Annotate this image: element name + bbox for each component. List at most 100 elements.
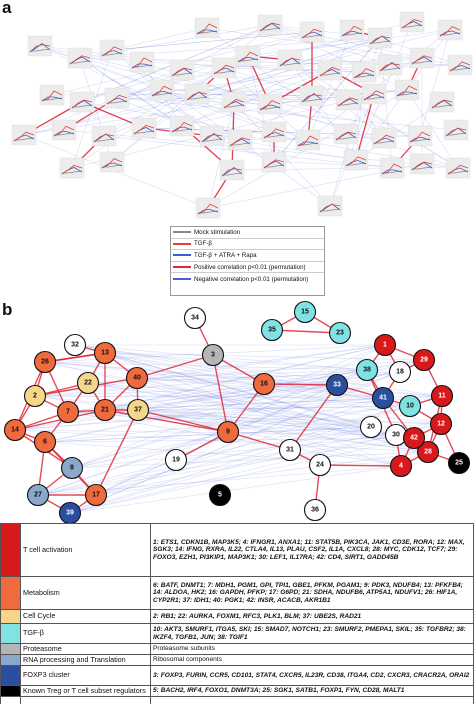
negative-edge: [347, 99, 459, 169]
category-swatch: [0, 576, 21, 610]
legend-label: TGF-β: [194, 240, 212, 248]
negative-edge: [104, 397, 384, 411]
negative-edge: [104, 352, 372, 428]
node-circle: [388, 360, 412, 384]
trajectory-thumbnail: [184, 83, 210, 105]
network-node: 19: [164, 448, 188, 472]
negative-edge: [137, 405, 411, 411]
network-node: 20: [359, 415, 383, 439]
negative-edge: [79, 57, 183, 127]
node-label: 16: [260, 381, 268, 388]
trajectory-thumbnail: [195, 197, 221, 219]
network-node: 10: [398, 394, 422, 418]
trajectory-thumbnail: [447, 54, 473, 76]
trajectory-thumbnail: [261, 151, 287, 173]
trajectory-thumbnail: [277, 49, 303, 71]
trajectory-thumbnail: [169, 115, 195, 137]
legend-label: Positive correlation p<0.01 (permutation…: [194, 263, 306, 271]
network-node: 16: [252, 372, 276, 396]
node-label: 24: [316, 462, 324, 469]
negative-edge: [116, 97, 457, 131]
network-node: 39: [58, 501, 82, 525]
negative-edge: [34, 395, 384, 399]
category-swatch: [0, 665, 21, 686]
node-label: 8: [70, 465, 74, 472]
negative-edge: [269, 24, 408, 91]
positive-edge: [95, 409, 139, 496]
node-circle: [359, 415, 383, 439]
negative-edge: [69, 405, 411, 514]
network-node: 40: [125, 366, 149, 390]
legend-label: Negative correlation p<0.01 (permutation…: [194, 275, 309, 283]
trajectory-thumbnail: [211, 57, 237, 79]
trajectory-thumbnail: [99, 151, 125, 173]
negative-edge: [69, 423, 442, 514]
trajectory-thumbnail: [409, 153, 435, 175]
legend-entry: TGF-β + ATRA + Rapa: [171, 250, 324, 262]
network-node: 17: [84, 483, 108, 507]
negative-edge: [269, 24, 423, 59]
positive-edge: [136, 354, 214, 379]
negative-edge: [44, 426, 372, 443]
trajectory-thumbnail: [429, 91, 455, 113]
category-genes: 18: SOCS5, DIDO1; 19: IKZF2, MAPK1, INPP…: [150, 696, 474, 704]
node-circle: [60, 456, 84, 480]
node-label: 23: [336, 330, 344, 337]
node-circle: [416, 440, 440, 464]
negative-edge: [273, 37, 381, 163]
trajectory-thumbnail: [91, 125, 117, 147]
network-node: 21: [93, 398, 117, 422]
network-node: 1: [373, 333, 397, 357]
trajectory-thumbnail: [394, 79, 420, 101]
trajectory-thumbnail: [235, 45, 261, 67]
node-circle: [56, 400, 80, 424]
negative-edge: [104, 352, 402, 467]
category-label: Other: [20, 696, 151, 704]
positive-edge: [212, 354, 229, 433]
negative-edge: [95, 451, 429, 496]
node-label: 11: [438, 393, 446, 400]
negative-edge: [104, 369, 368, 411]
negative-edge: [196, 93, 313, 97]
node-label: 2: [33, 393, 37, 400]
node-label: 7: [66, 409, 70, 416]
node-circle: [308, 453, 332, 477]
negative-edge: [207, 101, 235, 209]
negative-edge: [69, 426, 372, 514]
network-node: 34: [183, 306, 207, 330]
negative-edge: [67, 411, 415, 439]
trajectory-thumbnail: [27, 35, 53, 57]
negative-edge: [307, 29, 353, 141]
node-circle: [93, 341, 117, 365]
network-node: 18: [388, 360, 412, 384]
node-label: 10: [406, 403, 414, 410]
negative-edge: [74, 344, 338, 386]
trajectory-thumbnail: [407, 125, 433, 147]
negative-edge: [137, 409, 372, 428]
trajectory-thumbnail: [51, 119, 77, 141]
node-label: 9: [226, 429, 230, 436]
negative-edge: [104, 352, 425, 361]
node-circle: [430, 384, 454, 408]
node-label: 22: [84, 380, 92, 387]
trajectory-thumbnail: [104, 87, 130, 109]
trajectory-thumbnail: [333, 123, 359, 145]
category-swatch: [0, 696, 21, 704]
network-node: 41: [371, 386, 395, 410]
negative-edge: [87, 382, 442, 425]
trajectory-thumbnail: [11, 124, 37, 146]
node-label: 38: [363, 367, 371, 374]
negative-edge: [34, 395, 397, 436]
negative-edge: [141, 61, 459, 169]
negative-edge: [63, 24, 271, 131]
negative-edge: [95, 397, 384, 496]
category-label: RNA processing and Translation: [20, 654, 151, 666]
node-label: 4: [399, 463, 403, 470]
node-circle: [278, 438, 302, 462]
negative-edge: [44, 361, 397, 436]
